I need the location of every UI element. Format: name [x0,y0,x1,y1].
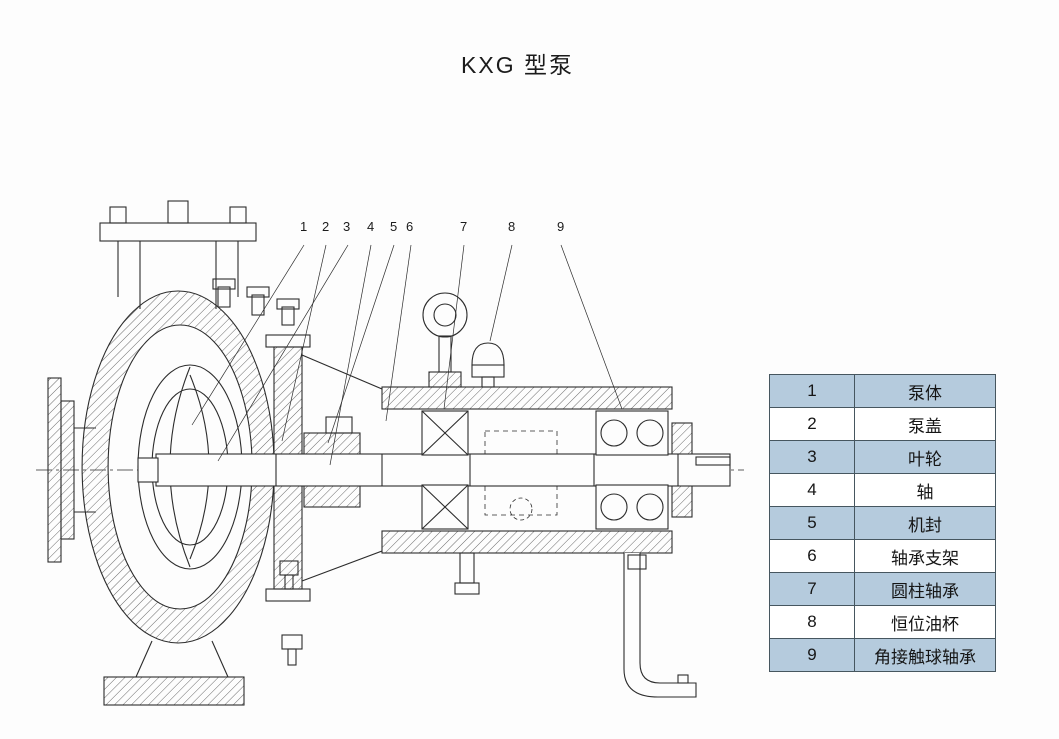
part-number-cell: 6 [769,539,855,573]
part-name-cell: 恒位油杯 [854,605,996,639]
part-number-cell: 1 [769,374,855,408]
suction-flange [47,377,96,563]
part-number-cell: 7 [769,572,855,606]
callout-leader-lines [191,244,623,466]
part-number-cell: 8 [769,605,855,639]
part-number-cell: 3 [769,440,855,474]
callout-number: 4 [367,219,375,234]
cylindrical-bearing [421,410,469,530]
angular-contact-bearing [595,410,669,530]
part-name-cell: 叶轮 [854,440,996,474]
callout-number: 7 [460,219,468,234]
callout-number: 9 [557,219,565,234]
part-name-cell: 圆柱轴承 [854,572,996,606]
callout-number: 3 [343,219,351,234]
pump-cross-section-drawing [36,200,744,706]
part-number-cell: 4 [769,473,855,507]
part-name-cell: 角接触球轴承 [854,638,996,672]
drain-plug-bolts [279,552,647,666]
page-title: KXG 型泵 [461,52,574,78]
gland-stud-bolts [212,278,300,326]
casing-base-foot [103,640,245,706]
callout-number: 2 [322,219,330,234]
part-name-cell: 泵体 [854,374,996,408]
callout-number: 8 [508,219,516,234]
callout-number: 6 [406,219,414,234]
part-name-cell: 泵盖 [854,407,996,441]
part-number-cell: 9 [769,638,855,672]
callout-number: 1 [300,219,308,234]
part-name-cell: 机封 [854,506,996,540]
mechanical-seal [303,416,361,508]
support-foot [623,553,697,698]
part-number-cell: 5 [769,506,855,540]
volute-casing [81,290,275,644]
oil-cup [471,342,505,388]
callout-number: 5 [390,219,398,234]
part-number-cell: 2 [769,407,855,441]
eye-bolt [422,292,468,388]
part-name-cell: 轴承支架 [854,539,996,573]
part-name-cell: 轴 [854,473,996,507]
discharge-flange [99,200,257,309]
shaft [137,453,731,487]
